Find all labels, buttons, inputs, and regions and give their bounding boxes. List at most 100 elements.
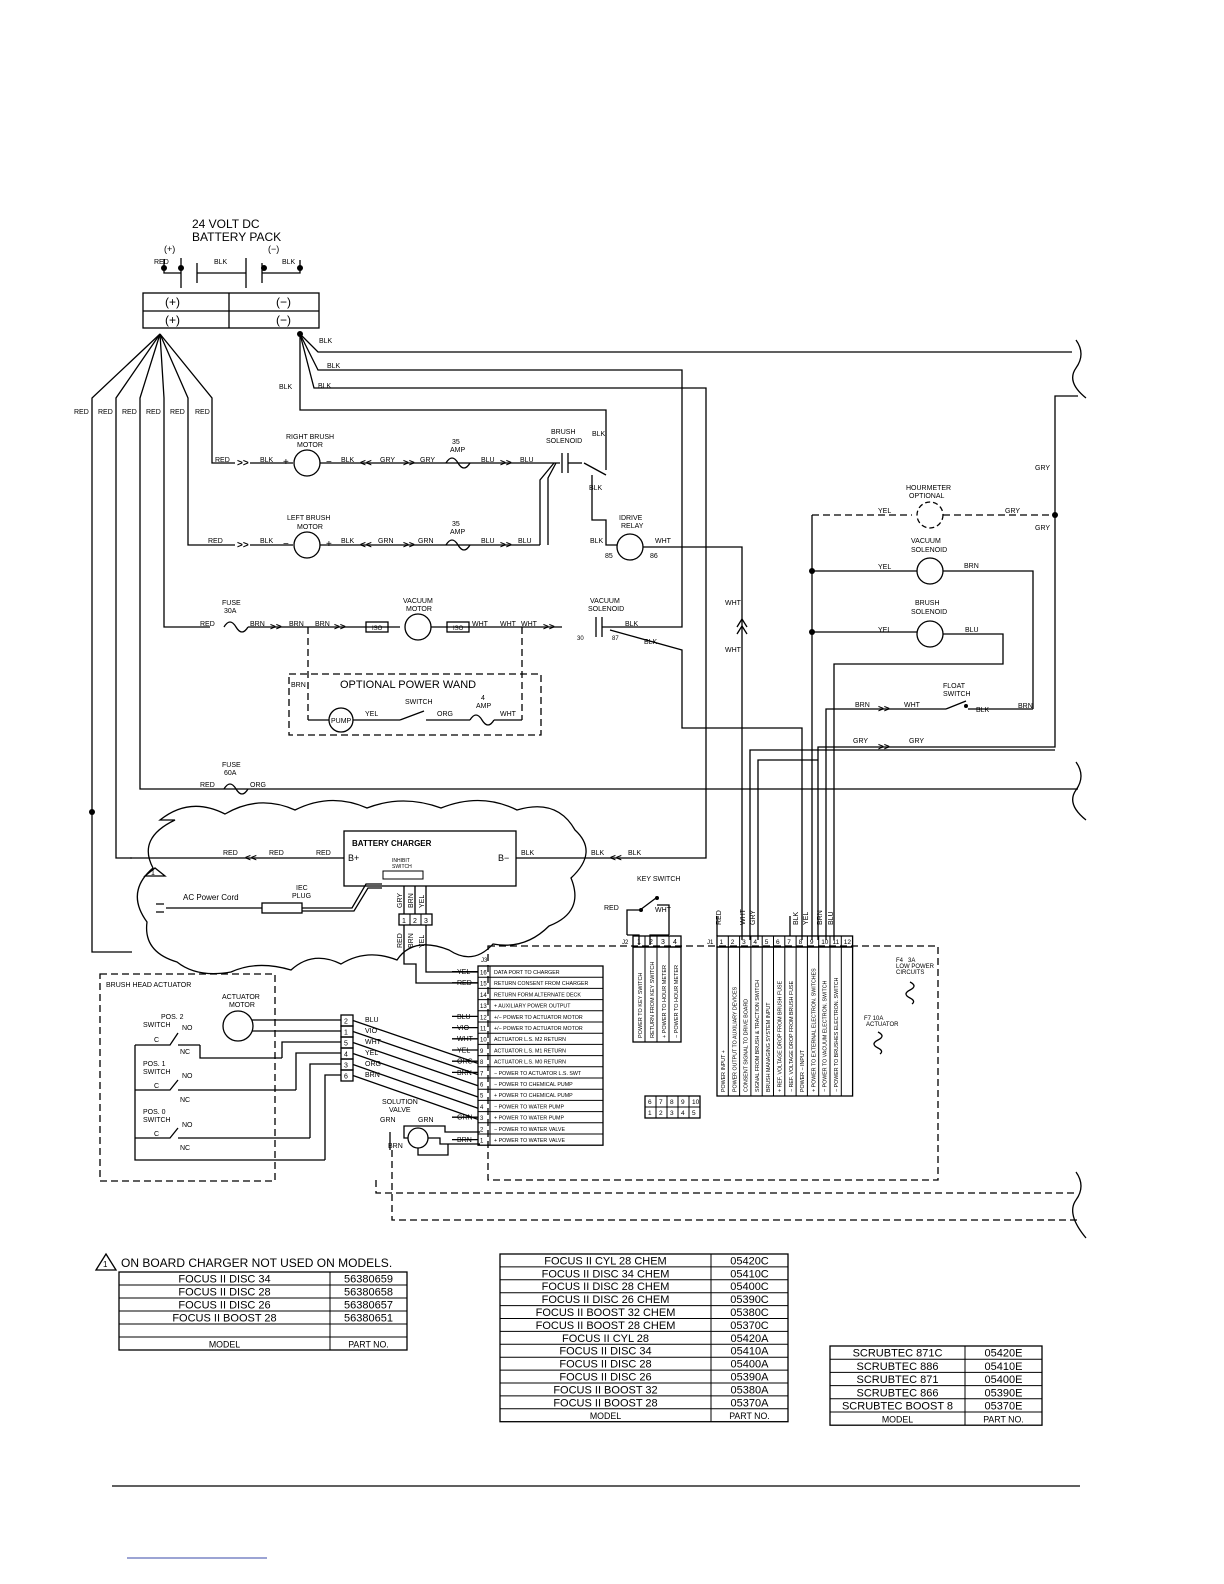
- f4-label-2: 3A: [908, 958, 915, 964]
- table1-part-3: 56380651: [344, 1313, 393, 1325]
- actuator-conn-pin-6: 6: [344, 1074, 348, 1081]
- fuse60-label-2: 60A: [224, 770, 237, 777]
- j3-pin-12: 12: [480, 1015, 487, 1021]
- fuse35-left-label-2: AMP: [450, 529, 466, 536]
- wire-org-wand: ORG: [437, 711, 453, 718]
- parts-tables: 1 ON BOARD CHARGER NOT USED ON MODELS. F…: [94, 1252, 1043, 1426]
- sol-pin-87: 87: [612, 636, 619, 642]
- small-grid-top-4: 10: [692, 1099, 700, 1106]
- wire-blu-lbm-1: BLU: [481, 538, 495, 545]
- j1-pin-10: 10: [821, 939, 829, 946]
- pos0-label-2: SWITCH: [143, 1117, 171, 1124]
- j3-desc-4: − POWER TO WATER PUMP: [494, 1104, 564, 1110]
- actuator-conn-wire-6: BRN: [365, 1072, 380, 1079]
- j3-pin-16: 16: [480, 971, 487, 977]
- table3-part-2: 05400E: [985, 1374, 1023, 1386]
- pos0-c: C: [154, 1131, 159, 1138]
- wire-wht-ks: WHT: [655, 907, 672, 914]
- wire-grn-sv-2: GRN: [418, 1117, 434, 1124]
- charger-pin-3: 3: [424, 918, 428, 925]
- wire-red-rbm: RED: [215, 457, 230, 464]
- wire-red-lbm: RED: [208, 538, 223, 545]
- wire-yel-bs: YEL: [878, 627, 891, 634]
- wire-yel-hm: YEL: [878, 508, 891, 515]
- terminal-pos-1: (+): [165, 295, 180, 309]
- wire-gry-fs-2: GRY: [909, 738, 924, 745]
- table2-header-model: MODEL: [590, 1411, 621, 1421]
- fuse35-right-label-2: AMP: [450, 447, 466, 454]
- svg-text:>>: >>: [500, 458, 512, 469]
- j2-connector: J2 1 2 3 4 POWER TO KEY SWITCH RETURN FR…: [622, 935, 682, 1043]
- wire-red-4: RED: [146, 409, 161, 416]
- vacuum-motor-label-1: VACUUM: [403, 598, 433, 605]
- wire-grn-lbm-1: GRN: [378, 538, 394, 545]
- svg-text:>>: >>: [403, 540, 415, 551]
- j3-pin-10: 10: [480, 1038, 487, 1044]
- small-grid-top-2: 8: [670, 1099, 674, 1106]
- table2-model-9: FOCUS II DISC 26: [559, 1372, 651, 1384]
- wire-red-ch-3: RED: [316, 850, 331, 857]
- j2-pin-4: 4: [673, 939, 677, 946]
- left-brush-motor: [293, 531, 321, 559]
- j3-desc-10: ACTUATOR L.S. M2 RETURN: [494, 1037, 566, 1043]
- table2-part-9: 05390A: [731, 1372, 770, 1384]
- vacuum-solenoid-label-2: SOLENOID: [588, 606, 624, 613]
- j3-pin-3: 3: [480, 1116, 484, 1122]
- j1-pin-label-2: POWER OUTPUT TO AUXILIARY DEVICES: [732, 986, 738, 1092]
- pos1-nc: NC: [180, 1097, 190, 1104]
- actuator-conn-wire-3: ORG: [365, 1061, 381, 1068]
- wire-blk-vacsol-1: BLK: [625, 621, 639, 628]
- optional-power-wand: OPTIONAL POWER WAND BRN PUMP YEL SWITCH …: [288, 627, 542, 736]
- j3-wire-3: GRN: [457, 1115, 473, 1122]
- table2-part-4: 05380C: [730, 1307, 769, 1319]
- right-brush-motor-label-1: RIGHT BRUSH: [286, 434, 334, 441]
- table2-part-10: 05380A: [731, 1384, 770, 1396]
- key-switch-label: KEY SWITCH: [637, 876, 680, 883]
- j1-pin-label-4: SIGNAL FROM BRUSH & TRACTION SWITCH: [755, 980, 761, 1092]
- small-grid-bottom-4: 5: [692, 1110, 696, 1117]
- right-brush-motor-circuit: RED >> BLK + RIGHT BRUSH MOTOR − BLK << …: [215, 429, 617, 546]
- r-vacuum-solenoid-label-1: VACUUM: [911, 538, 941, 545]
- wire-brn-vac-1: BRN: [250, 621, 265, 628]
- wire-blk-bs-bottom: BLK: [589, 485, 603, 492]
- j3-desc-15: RETURN CONSENT FROM CHARGER: [494, 981, 589, 987]
- vacuum-motor-circuit: FUSE 30A RED BRN >> BRN BRN >> ISO VACUU…: [200, 598, 803, 940]
- left-brush-motor-label-2: MOTOR: [297, 524, 323, 531]
- j3-wire-9: YEL: [457, 1047, 470, 1054]
- small-grid-bottom-0: 1: [648, 1110, 652, 1117]
- table1-model-1: FOCUS II DISC 28: [178, 1287, 270, 1299]
- j3-pin-14: 14: [480, 993, 487, 999]
- note-text: ON BOARD CHARGER NOT USED ON MODELS.: [121, 1256, 392, 1270]
- j2-label: J2: [622, 940, 629, 946]
- table2-part-3: 05390C: [730, 1294, 769, 1306]
- pos2-c: C: [154, 1037, 159, 1044]
- wire-brn-sv: BRN: [388, 1143, 403, 1150]
- wire-grn-lbm-2: GRN: [418, 538, 434, 545]
- wire-red-vac: RED: [200, 621, 215, 628]
- j3-wire-10: WHT: [457, 1036, 474, 1043]
- left-brush-motor-circuit: RED >> BLK − LEFT BRUSH MOTOR + BLK << G…: [208, 462, 557, 559]
- actuator-conn-pin-1: 1: [344, 1030, 348, 1037]
- table3-header-part: PART NO.: [983, 1415, 1024, 1425]
- wire-brn-fs-out: BRN: [1018, 703, 1033, 710]
- wire-gry-fs-1: GRY: [853, 738, 868, 745]
- table2-part-0: 05420C: [730, 1255, 769, 1267]
- right-side-circuits: GRY GRY HOURMETER OPTIONAL YEL GRY VACUU…: [749, 339, 1087, 1239]
- table3-model-2: SCRUBTEC 871: [857, 1374, 939, 1386]
- j1-pin-label-10: − POWER TO VACUUM ELECTRON. SWITCH: [823, 980, 829, 1092]
- table3-model-0: SCRUBTEC 871C: [853, 1348, 943, 1360]
- j1-pin-11: 11: [833, 939, 840, 946]
- wire-blk-lbm-in: BLK: [260, 538, 274, 545]
- svg-text:>>: >>: [500, 540, 512, 551]
- inhibit-switch-label-2: SWITCH: [392, 864, 412, 870]
- j1-pin-label-8: POWER − INPUT: [800, 1049, 806, 1092]
- j3-desc-12: +/− POWER TO ACTUATOR MOTOR: [494, 1015, 583, 1021]
- svg-text:>>: >>: [543, 622, 555, 633]
- j3-label: J3: [481, 958, 488, 964]
- svg-text:>>: >>: [878, 742, 890, 753]
- pos2-nc: NC: [180, 1049, 190, 1056]
- f7-label-1: F7 10A: [864, 1016, 883, 1022]
- j1-pin-7: 7: [787, 939, 791, 946]
- svg-text:>>: >>: [403, 458, 415, 469]
